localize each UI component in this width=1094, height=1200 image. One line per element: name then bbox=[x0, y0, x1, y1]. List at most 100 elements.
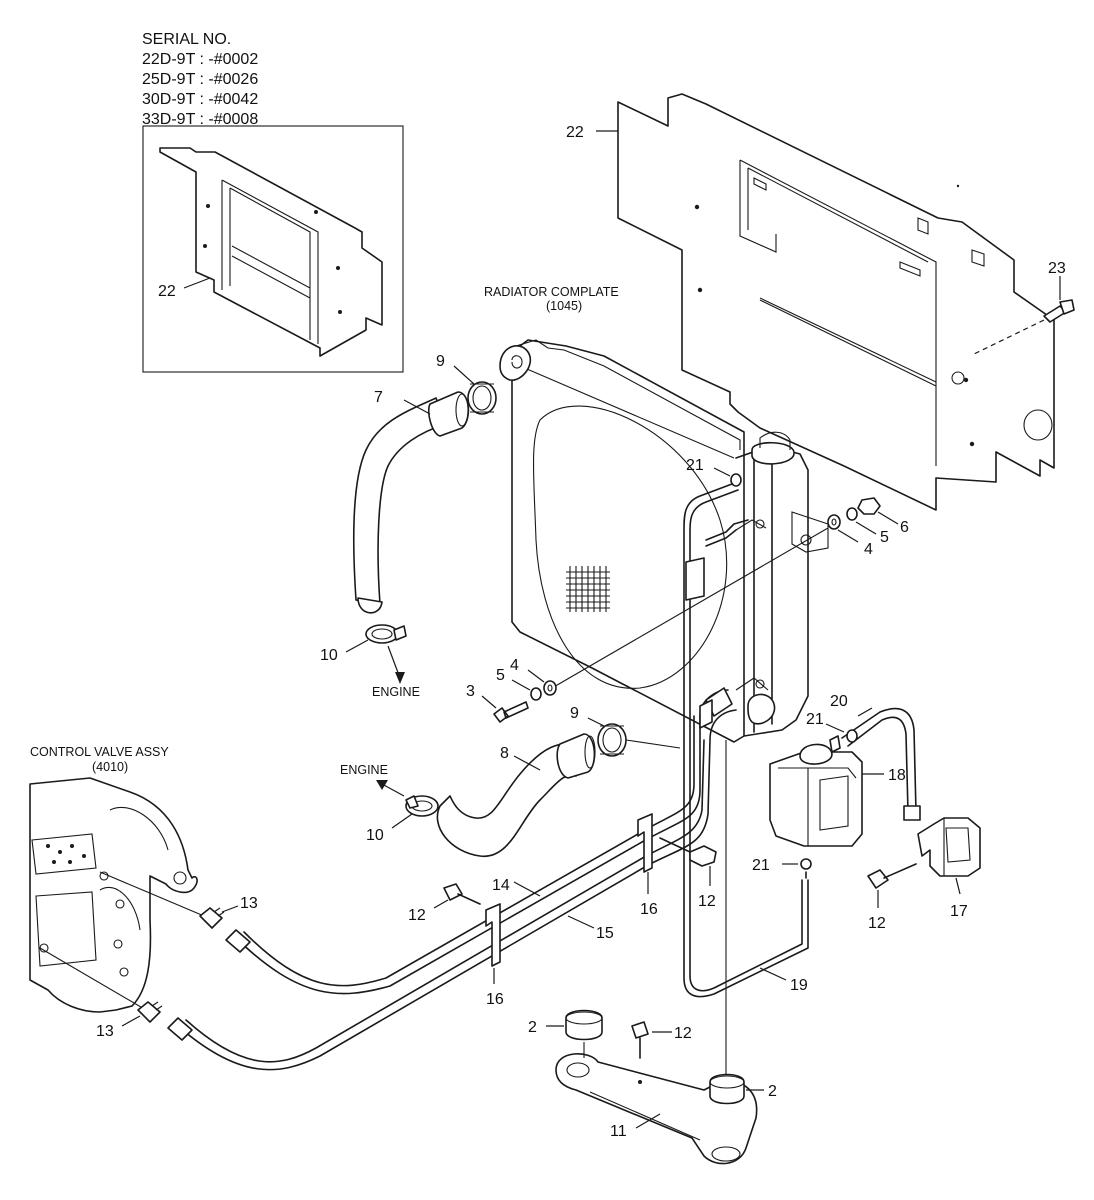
callout-13-top: 13 bbox=[240, 895, 258, 912]
callout-12-left: 12 bbox=[408, 907, 426, 924]
lower-hose-8: 8 9 10 ENGINE bbox=[340, 705, 681, 857]
callout-23: 23 bbox=[1048, 260, 1066, 277]
shroud-hole bbox=[1023, 409, 1053, 441]
washer-5-right bbox=[846, 507, 858, 521]
rubber-mount-left bbox=[565, 1009, 603, 1041]
callout-19: 19 bbox=[790, 977, 808, 994]
control-valve-assy: CONTROL VALVE ASSY (4010) bbox=[29, 745, 205, 1013]
callout-11: 11 bbox=[610, 1123, 627, 1140]
control-valve-code: (4010) bbox=[92, 760, 128, 774]
cooler-line-15 bbox=[177, 709, 737, 1071]
bolt-12-bracket bbox=[867, 869, 889, 889]
overflow-hose-20: 20 21 bbox=[806, 693, 921, 821]
serial-number-block: SERIAL NO. 22D-9T : -#0002 25D-9T : -#00… bbox=[142, 31, 258, 128]
label-engine-lower: ENGINE bbox=[340, 763, 388, 777]
callout-21-top: 21 bbox=[686, 457, 704, 474]
washer-4-right bbox=[827, 514, 841, 530]
nut-6 bbox=[857, 497, 881, 515]
callout-12-bottom: 12 bbox=[674, 1025, 692, 1042]
label-engine-upper: ENGINE bbox=[372, 685, 420, 699]
bracket-17: 17 bbox=[917, 817, 981, 920]
hose-clamp-10-top bbox=[365, 624, 407, 644]
serial-line-25d: 25D-9T : -#0026 bbox=[142, 71, 258, 88]
callout-4-left: 4 bbox=[510, 657, 519, 674]
fitting-13-bottom bbox=[137, 1001, 161, 1023]
fittings-13: 13 13 bbox=[96, 895, 258, 1040]
reservoir-tank-18: 18 bbox=[769, 735, 906, 847]
line-clamp-16-left bbox=[485, 903, 501, 967]
line-clamp-16-right bbox=[637, 813, 653, 873]
callout-22-main: 22 bbox=[566, 124, 584, 141]
shroud-nut bbox=[951, 371, 965, 385]
bolt-12-left bbox=[443, 883, 463, 901]
cooler-line-14 bbox=[235, 689, 729, 995]
callout-14: 14 bbox=[492, 877, 510, 894]
bleed-line-19: 19 bbox=[683, 483, 809, 998]
hose-end-lower bbox=[167, 1017, 193, 1041]
reservoir-bracket bbox=[917, 817, 981, 877]
inset-shroud-opening bbox=[221, 179, 319, 344]
callout-7: 7 bbox=[374, 389, 383, 406]
hardware-3-4-5-left: 3 5 4 bbox=[466, 657, 557, 723]
washer-4-left bbox=[543, 680, 557, 696]
hose-clamp-9-bottom bbox=[597, 723, 627, 757]
line-clamps-16: 16 16 bbox=[485, 813, 658, 1008]
control-valve-face bbox=[31, 833, 97, 967]
upper-hose-lower-end bbox=[357, 597, 383, 614]
callout-17: 17 bbox=[950, 903, 968, 920]
bolt-12-center bbox=[689, 845, 717, 867]
rubber-mounts-2: 2 2 bbox=[528, 1009, 777, 1105]
fitting-21-mid bbox=[846, 729, 858, 743]
radiator-lower-outlet bbox=[747, 693, 776, 725]
shroud-top-tab bbox=[753, 177, 985, 277]
fitting-13-top bbox=[199, 907, 223, 929]
callout-2-left: 2 bbox=[528, 1019, 537, 1036]
shroud-outline bbox=[617, 93, 1055, 511]
inset-shroud bbox=[159, 147, 383, 357]
inset-frame bbox=[142, 125, 404, 373]
washer-5-left bbox=[530, 687, 542, 701]
bolt-12-bottom bbox=[631, 1021, 649, 1039]
fitting-21-top: 21 bbox=[686, 457, 742, 487]
reservoir-cap bbox=[799, 743, 833, 765]
callout-15: 15 bbox=[596, 925, 614, 942]
bleed-line-sleeve bbox=[685, 557, 705, 601]
hose-clamp-9-top bbox=[467, 381, 497, 415]
serial-line-33d: 33D-9T : -#0008 bbox=[142, 111, 258, 128]
radiator-side-tank bbox=[735, 445, 809, 737]
radiator-fins bbox=[566, 566, 610, 612]
mount-bar bbox=[555, 1053, 758, 1165]
callout-16-right: 16 bbox=[640, 901, 658, 918]
serial-line-30d: 30D-9T : -#0042 bbox=[142, 91, 258, 108]
callout-5-right: 5 bbox=[880, 529, 889, 546]
radiator-cap bbox=[751, 441, 795, 465]
callout-21-low: 21 bbox=[752, 857, 770, 874]
hose-clamp-10-bottom bbox=[405, 795, 439, 817]
bolt-23: 23 bbox=[973, 260, 1075, 355]
callout-16-left: 16 bbox=[486, 991, 504, 1008]
radiator-bracket-left bbox=[735, 519, 769, 691]
control-valve-housing bbox=[29, 777, 198, 1013]
hose-end-upper bbox=[225, 929, 251, 953]
reservoir-window bbox=[819, 775, 849, 831]
radiator-assembly: RADIATOR COMPLATE (1045) bbox=[484, 285, 829, 743]
cooler-lines: 14 15 bbox=[167, 687, 737, 1071]
bolts-12: 12 12 12 12 bbox=[408, 837, 917, 1059]
callout-5-left: 5 bbox=[496, 667, 505, 684]
callout-20: 20 bbox=[830, 693, 848, 710]
callout-3: 3 bbox=[466, 683, 475, 700]
radiator-bracket-right bbox=[791, 511, 829, 553]
hardware-4-5-6-right: 6 5 4 bbox=[551, 497, 909, 689]
callout-6: 6 bbox=[900, 519, 909, 536]
serial-line-22d: 22D-9T : -#0002 bbox=[142, 51, 258, 68]
radiator-fan-ring bbox=[532, 405, 728, 689]
fitting-21-low: 21 bbox=[752, 857, 812, 879]
mount-bar-11: 11 bbox=[555, 740, 758, 1165]
callout-10-bottom: 10 bbox=[366, 827, 384, 844]
radiator-upper-inlet bbox=[499, 345, 532, 381]
rubber-mount-right bbox=[709, 1073, 745, 1105]
callout-8: 8 bbox=[500, 745, 509, 762]
callout-22-inset: 22 bbox=[158, 283, 176, 300]
callout-13-bottom: 13 bbox=[96, 1023, 114, 1040]
